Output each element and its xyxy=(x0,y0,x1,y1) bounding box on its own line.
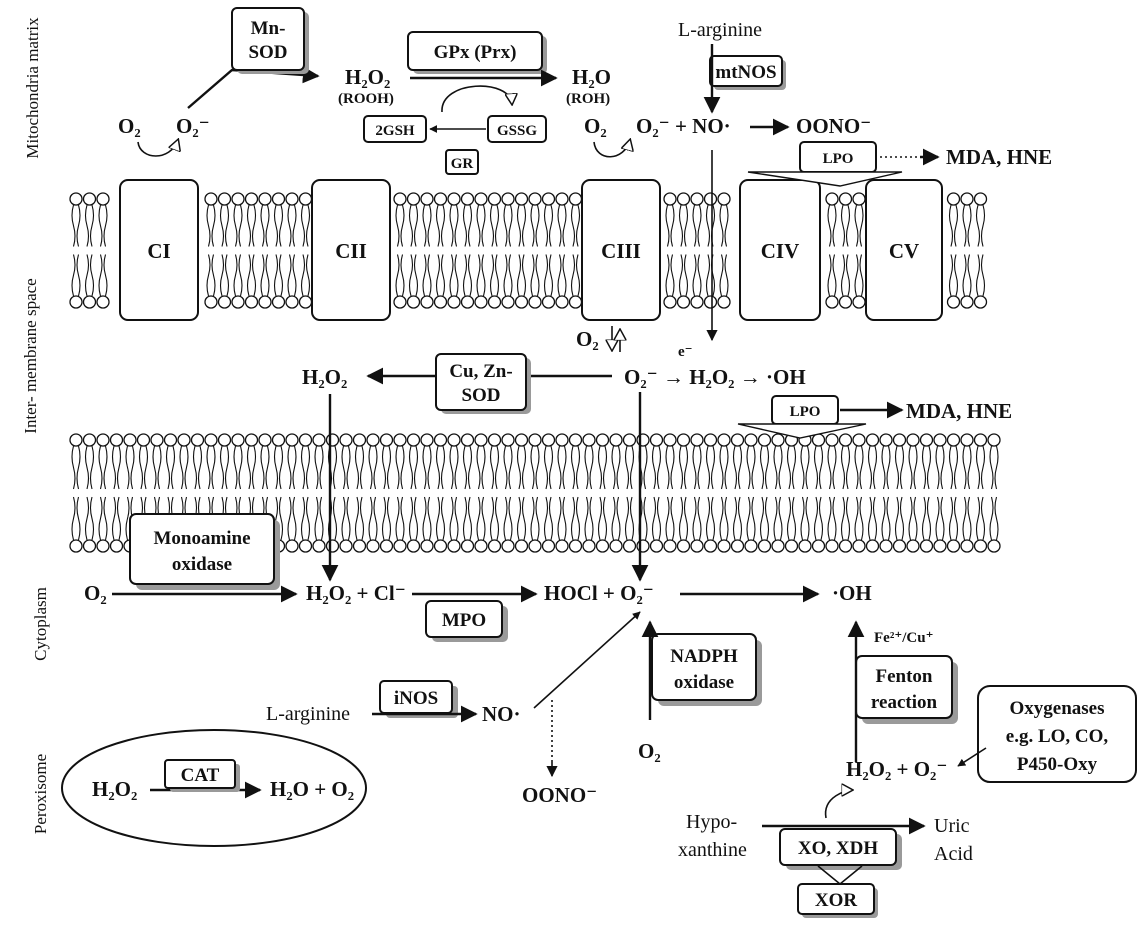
region-label-intermembrane: Inter- membrane space xyxy=(21,278,40,433)
gpx-box: GPx (Prx) xyxy=(408,32,547,74)
gssg-label: GSSG xyxy=(497,123,537,139)
region-label-matrix: Mitochondria matrix xyxy=(23,17,42,159)
mnsod-line1: Mn- xyxy=(251,18,286,39)
cyto-o2: O₂ xyxy=(84,581,107,605)
fenton-line2: reaction xyxy=(871,692,938,713)
lpo-box-matrix: LPO xyxy=(800,142,876,172)
xo-curved-arrow xyxy=(826,790,852,818)
arrow-to-mnsod-product xyxy=(188,70,318,108)
lpo-label-matrix: LPO xyxy=(823,151,854,167)
complex-ciii: CIII xyxy=(582,180,660,320)
xo-xdh-label: XO, XDH xyxy=(798,838,878,859)
complex-cv-label: CV xyxy=(889,239,919,263)
monoamine-oxidase-box: Monoamine oxidase xyxy=(130,514,280,590)
cuznsod-box: Cu, Zn- SOD xyxy=(436,354,531,414)
inos-label: iNOS xyxy=(394,688,438,709)
cat-label: CAT xyxy=(181,765,220,786)
oxygenases-line1: Oxygenases xyxy=(1010,698,1105,719)
inner-mitochondrial-membrane xyxy=(70,193,987,308)
matrix-o2: O₂ xyxy=(118,114,141,138)
complex-ci-label: CI xyxy=(147,239,170,263)
lpo-label-ims: LPO xyxy=(790,404,821,420)
mtnos-label: mtNOS xyxy=(715,62,776,83)
fenton-line1: Fenton xyxy=(876,666,933,687)
region-label-cytoplasm: Cytoplasm xyxy=(31,587,50,661)
xor-box: XOR xyxy=(798,884,878,918)
perox-h2o2: H₂O₂ xyxy=(92,777,137,801)
cat-box: CAT xyxy=(165,760,240,792)
matrix-mda-hne: MDA, HNE xyxy=(946,145,1052,169)
nadph-o2: O₂ xyxy=(638,739,661,763)
cyto-hocl: HOCl + O₂⁻ xyxy=(544,581,654,605)
fenton-box: Fenton reaction xyxy=(856,656,958,724)
mnsod-line2: SOD xyxy=(248,42,287,63)
complex-cii: CII xyxy=(312,180,390,320)
ims-mda-hne: MDA, HNE xyxy=(906,399,1012,423)
cyto-h2o2-cl: H₂O₂ + Cl⁻ xyxy=(306,581,406,605)
ims-electron: e⁻ xyxy=(678,344,693,360)
xor-label: XOR xyxy=(815,890,858,911)
ciii-curved-arrow xyxy=(594,140,630,157)
mtnos-box: mtNOS xyxy=(710,56,786,90)
gssg-box: GSSG xyxy=(488,116,546,142)
matrix-h2o: H₂O xyxy=(572,65,611,89)
ims-h2o2: H₂O₂ xyxy=(302,365,347,389)
oxygenases-line2: e.g. LO, CO, xyxy=(1006,726,1109,747)
cyto-oh: ·OH xyxy=(832,581,872,605)
region-label-peroxisome: Peroxisome xyxy=(31,754,50,834)
cyto-h2o2-superoxide: H₂O₂ + O₂⁻ xyxy=(846,757,947,781)
matrix-roh: (ROH) xyxy=(566,91,610,107)
cyto-no: NO· xyxy=(482,702,521,726)
hypoxanthine-line2: xanthine xyxy=(678,839,747,861)
uric-acid-line1: Uric xyxy=(934,815,970,837)
gsh-label: 2GSH xyxy=(375,123,415,139)
matrix-h2o2: H₂O₂ xyxy=(345,65,390,89)
ci-curved-arrow xyxy=(138,140,178,156)
ims-o2: O₂ xyxy=(576,327,599,351)
nadph-line2: oxidase xyxy=(674,672,734,693)
mpo-box: MPO xyxy=(426,601,508,642)
perox-products: H₂O + O₂ xyxy=(270,777,354,801)
complex-cv: CV xyxy=(866,180,942,320)
arrow-no-to-superoxide xyxy=(534,612,640,708)
matrix-superoxide-ci: O₂⁻ xyxy=(176,114,210,138)
matrix-l-arginine: L-arginine xyxy=(678,19,762,41)
mao-line2: oxidase xyxy=(172,554,232,575)
nadph-oxidase-box: NADPH oxidase xyxy=(652,634,762,706)
cyto-oono: OONO⁻ xyxy=(522,783,597,807)
oxygenases-line3: P450-Oxy xyxy=(1017,754,1098,775)
matrix-rooh: (ROOH) xyxy=(338,91,394,107)
complex-cii-label: CII xyxy=(335,239,367,263)
matrix-oono: OONO⁻ xyxy=(796,114,871,138)
mpo-label: MPO xyxy=(442,610,486,631)
complex-civ-label: CIV xyxy=(761,239,800,263)
gpx-label: GPx (Prx) xyxy=(434,42,517,63)
uric-acid-line2: Acid xyxy=(934,843,973,865)
complex-ci: CI xyxy=(120,180,198,320)
hypoxanthine-line1: Hypo- xyxy=(686,811,737,833)
ciii-o2: O₂ xyxy=(584,114,607,138)
gr-label: GR xyxy=(451,156,474,172)
xo-xdh-box: XO, XDH xyxy=(780,829,902,870)
ims-reaction-chain: O₂⁻ → H₂O₂ → ·OH xyxy=(624,365,806,389)
gr-box: GR xyxy=(446,150,478,174)
complex-ciii-label: CIII xyxy=(601,239,641,263)
lpo-box-ims: LPO xyxy=(772,396,838,424)
inos-box: iNOS xyxy=(380,681,458,718)
cuznsod-line1: Cu, Zn- xyxy=(449,361,512,382)
oxygenases-box: Oxygenases e.g. LO, CO, P450-Oxy xyxy=(978,686,1136,782)
gsh-box: 2GSH xyxy=(364,116,426,142)
matrix-superoxide-no: O₂⁻ + NO· xyxy=(636,114,731,138)
complex-civ: CIV xyxy=(740,180,820,320)
cuznsod-line2: SOD xyxy=(461,385,500,406)
fenton-metals: Fe²⁺/Cu⁺ xyxy=(874,630,934,646)
mao-line1: Monoamine xyxy=(153,528,250,549)
mnsod-box: Mn- SOD xyxy=(232,8,309,74)
nadph-line1: NADPH xyxy=(670,646,738,667)
cyto-l-arginine: L-arginine xyxy=(266,703,350,725)
gsh-gssg-cycle-arrow xyxy=(442,86,512,112)
